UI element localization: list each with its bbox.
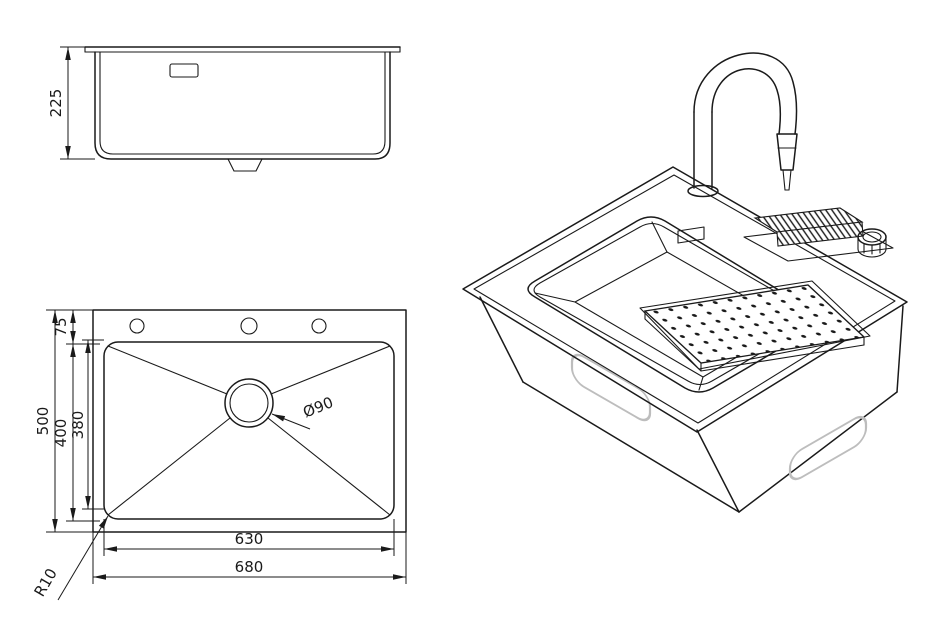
bowl-wall-edge-left xyxy=(534,292,576,303)
colander-lip-front xyxy=(700,344,865,372)
bowl-diagonal-tr xyxy=(270,345,391,395)
faucet-hole-center xyxy=(240,317,258,335)
body-panel-right xyxy=(788,415,868,481)
side-bowl-outer-wall xyxy=(94,51,391,160)
faucet-nozzle-left xyxy=(782,169,786,191)
faucet-spray-head xyxy=(776,133,798,171)
body-edge-left xyxy=(479,296,524,383)
colander-plate xyxy=(643,284,866,364)
side-drain-stub xyxy=(227,158,263,172)
dimension-label-radius: R10 xyxy=(30,565,60,600)
dimension-label-depth: 225 xyxy=(47,89,65,118)
body-bottom-right xyxy=(738,391,898,513)
side-bowl-inner-wall xyxy=(99,51,386,155)
bowl-wall-edge-front xyxy=(698,376,704,391)
bowl-wall-edge-back xyxy=(651,221,668,253)
bowl-diagonal-tl xyxy=(107,345,228,395)
body-edge-right xyxy=(896,305,904,393)
faucet-neck-outer xyxy=(693,52,798,135)
faucet-base xyxy=(687,184,719,198)
faucet-neck-inner xyxy=(711,68,782,135)
rim-outer xyxy=(462,166,908,433)
control-knob-cap xyxy=(862,231,882,243)
bowl-diagonal-br xyxy=(267,417,391,516)
leader-radius xyxy=(57,515,109,601)
dimension-label-length-inner: 380 xyxy=(69,411,87,440)
body-bottom-left xyxy=(522,381,740,513)
dimension-label-length-bowl: 400 xyxy=(52,419,70,448)
faucet-hole-right xyxy=(311,318,327,334)
dimension-label-width-inner: 630 xyxy=(235,530,264,548)
plan-inner-bowl xyxy=(103,341,395,520)
iso-view xyxy=(462,52,908,513)
body-edge-front xyxy=(696,429,740,513)
plan-view: Ø90 500 75 400 380 630 680 R10 xyxy=(30,309,407,601)
knob-bottom xyxy=(857,248,887,258)
dimension-label-drain: Ø90 xyxy=(300,393,335,421)
drain-circle-outer xyxy=(224,378,274,428)
body-panel-left xyxy=(570,353,652,422)
colander-lip-left xyxy=(644,318,702,372)
leader-drain xyxy=(271,413,311,430)
plan-outer-rim xyxy=(92,309,407,533)
side-view: 225 xyxy=(47,46,401,172)
faucet-nozzle-right xyxy=(788,169,792,191)
dimension-label-deck: 75 xyxy=(52,317,70,336)
faucet-hole-left xyxy=(129,318,145,334)
bowl-diagonal-bl xyxy=(107,417,231,516)
drain-circle-inner xyxy=(229,383,269,423)
rim-inner xyxy=(473,174,896,424)
colander-frame xyxy=(639,280,871,370)
dimension-label-length-outer: 500 xyxy=(34,407,52,436)
side-overflow-hole xyxy=(169,63,199,78)
dimension-label-width-outer: 680 xyxy=(235,558,264,576)
iso-overflow-hole xyxy=(677,226,705,244)
